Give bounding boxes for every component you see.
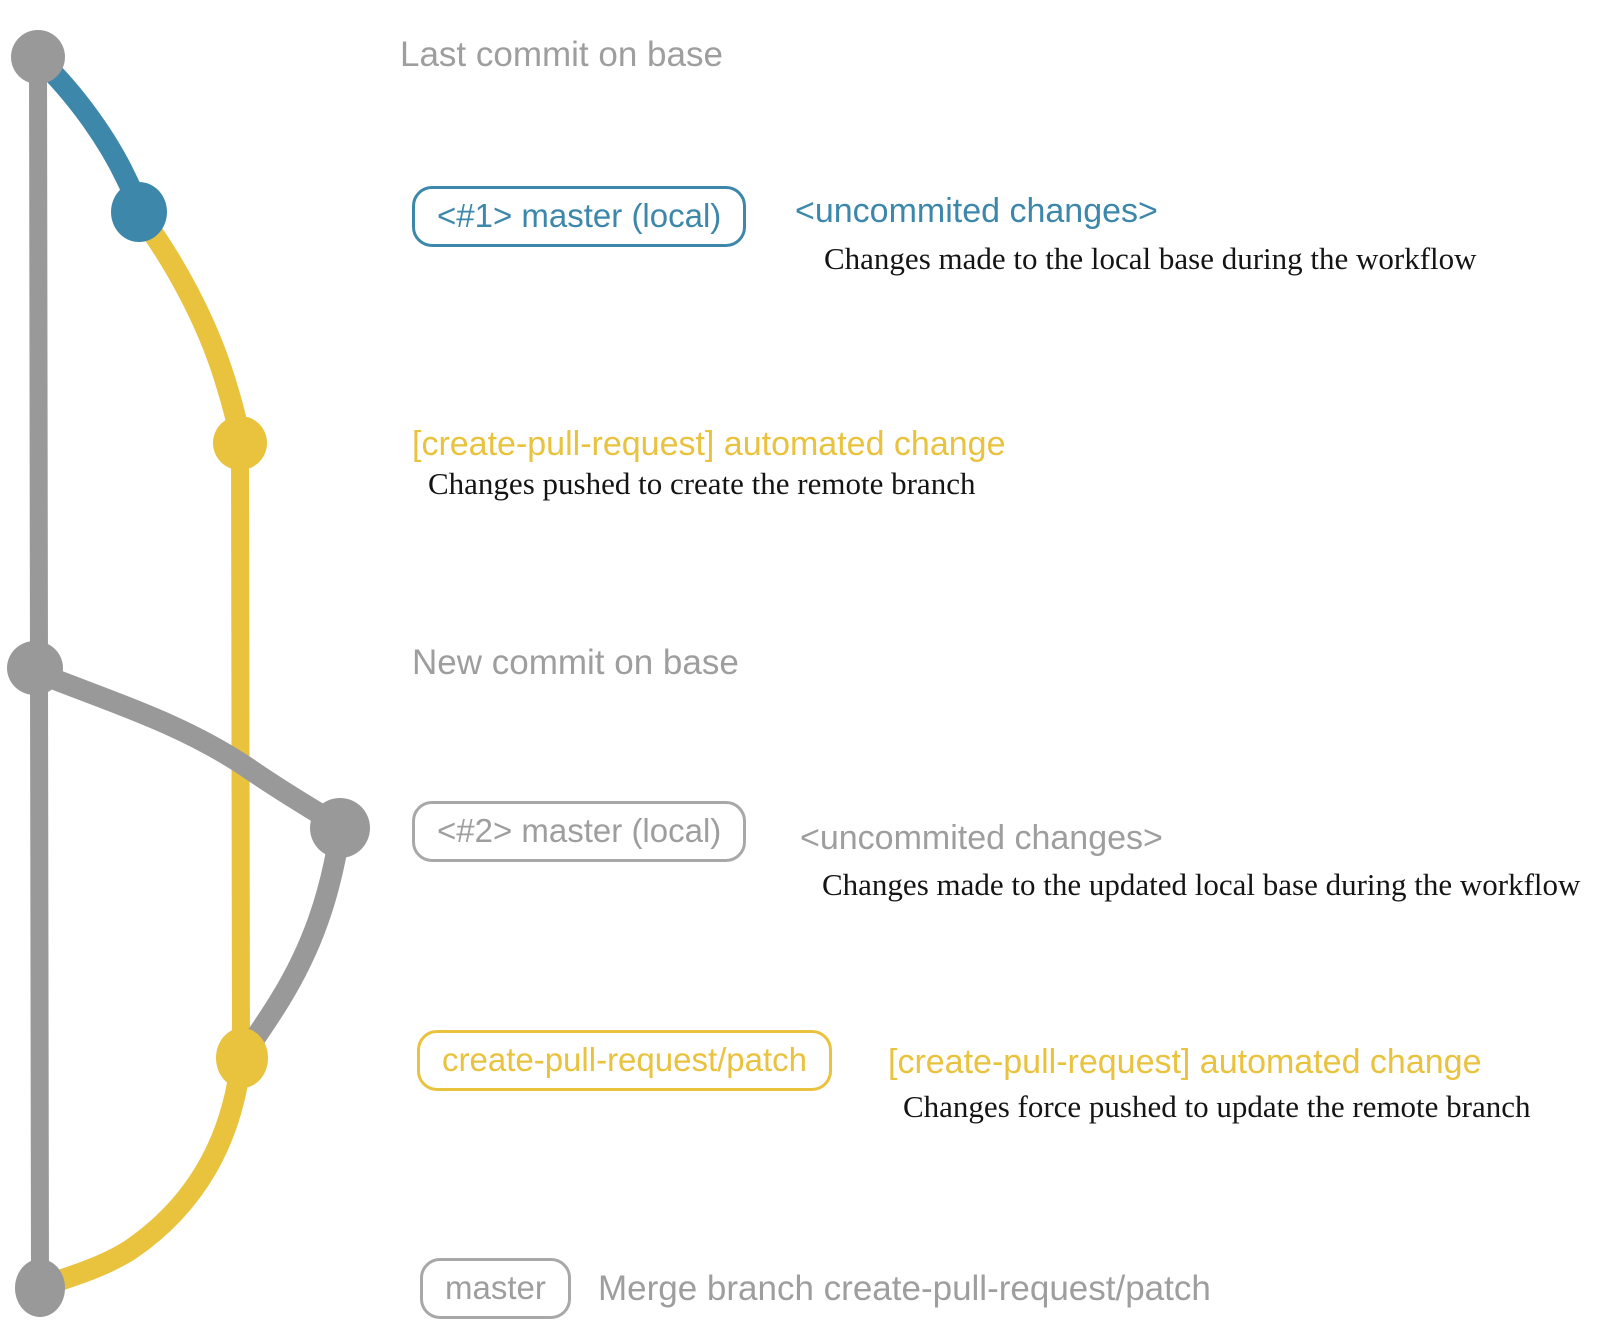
merge-commit-label: Merge branch create-pull-request/patch [598,1269,1211,1308]
base-to-local2-curve [25,661,350,837]
commit-dot-new-base [7,641,63,695]
local2-to-patch2-curve [233,821,351,1066]
patch-branch-line [231,435,250,1065]
uncommited-changes-2-title: <uncommited changes> [800,819,1163,857]
commit-dot-last-base [11,30,65,84]
patch-branch-curve-top [129,204,251,455]
badge-master-local-2: <#2> master (local) [412,801,747,862]
automated-change-1-desc: Changes pushed to create the remote bran… [428,466,976,501]
commit-dot-patch-2 [216,1028,268,1088]
last-commit-label: Last commit on base [400,35,723,74]
commit-dot-local-2 [310,798,370,858]
uncommited-changes-1-desc: Changes made to the local base during th… [824,241,1477,276]
uncommited-changes-2-desc: Changes made to the updated local base d… [822,867,1581,902]
badge-master: master [420,1258,571,1319]
commit-dot-merge [15,1259,65,1317]
patch-to-merge-curve [31,1049,252,1299]
commit-dot-patch-1 [213,416,267,470]
uncommited-changes-1-title: <uncommited changes> [795,192,1158,230]
git-graph [7,30,370,1317]
commit-dot-local-1 [111,182,167,242]
automated-change-2-desc: Changes force pushed to update the remot… [903,1089,1531,1124]
badge-master-local-1: <#1> master (local) [412,186,747,247]
new-commit-label: New commit on base [412,643,739,682]
badge-patch-branch: create-pull-request/patch [417,1030,833,1091]
automated-change-2-title: [create-pull-request] automated change [888,1043,1482,1081]
automated-change-1-title: [create-pull-request] automated change [412,425,1006,463]
